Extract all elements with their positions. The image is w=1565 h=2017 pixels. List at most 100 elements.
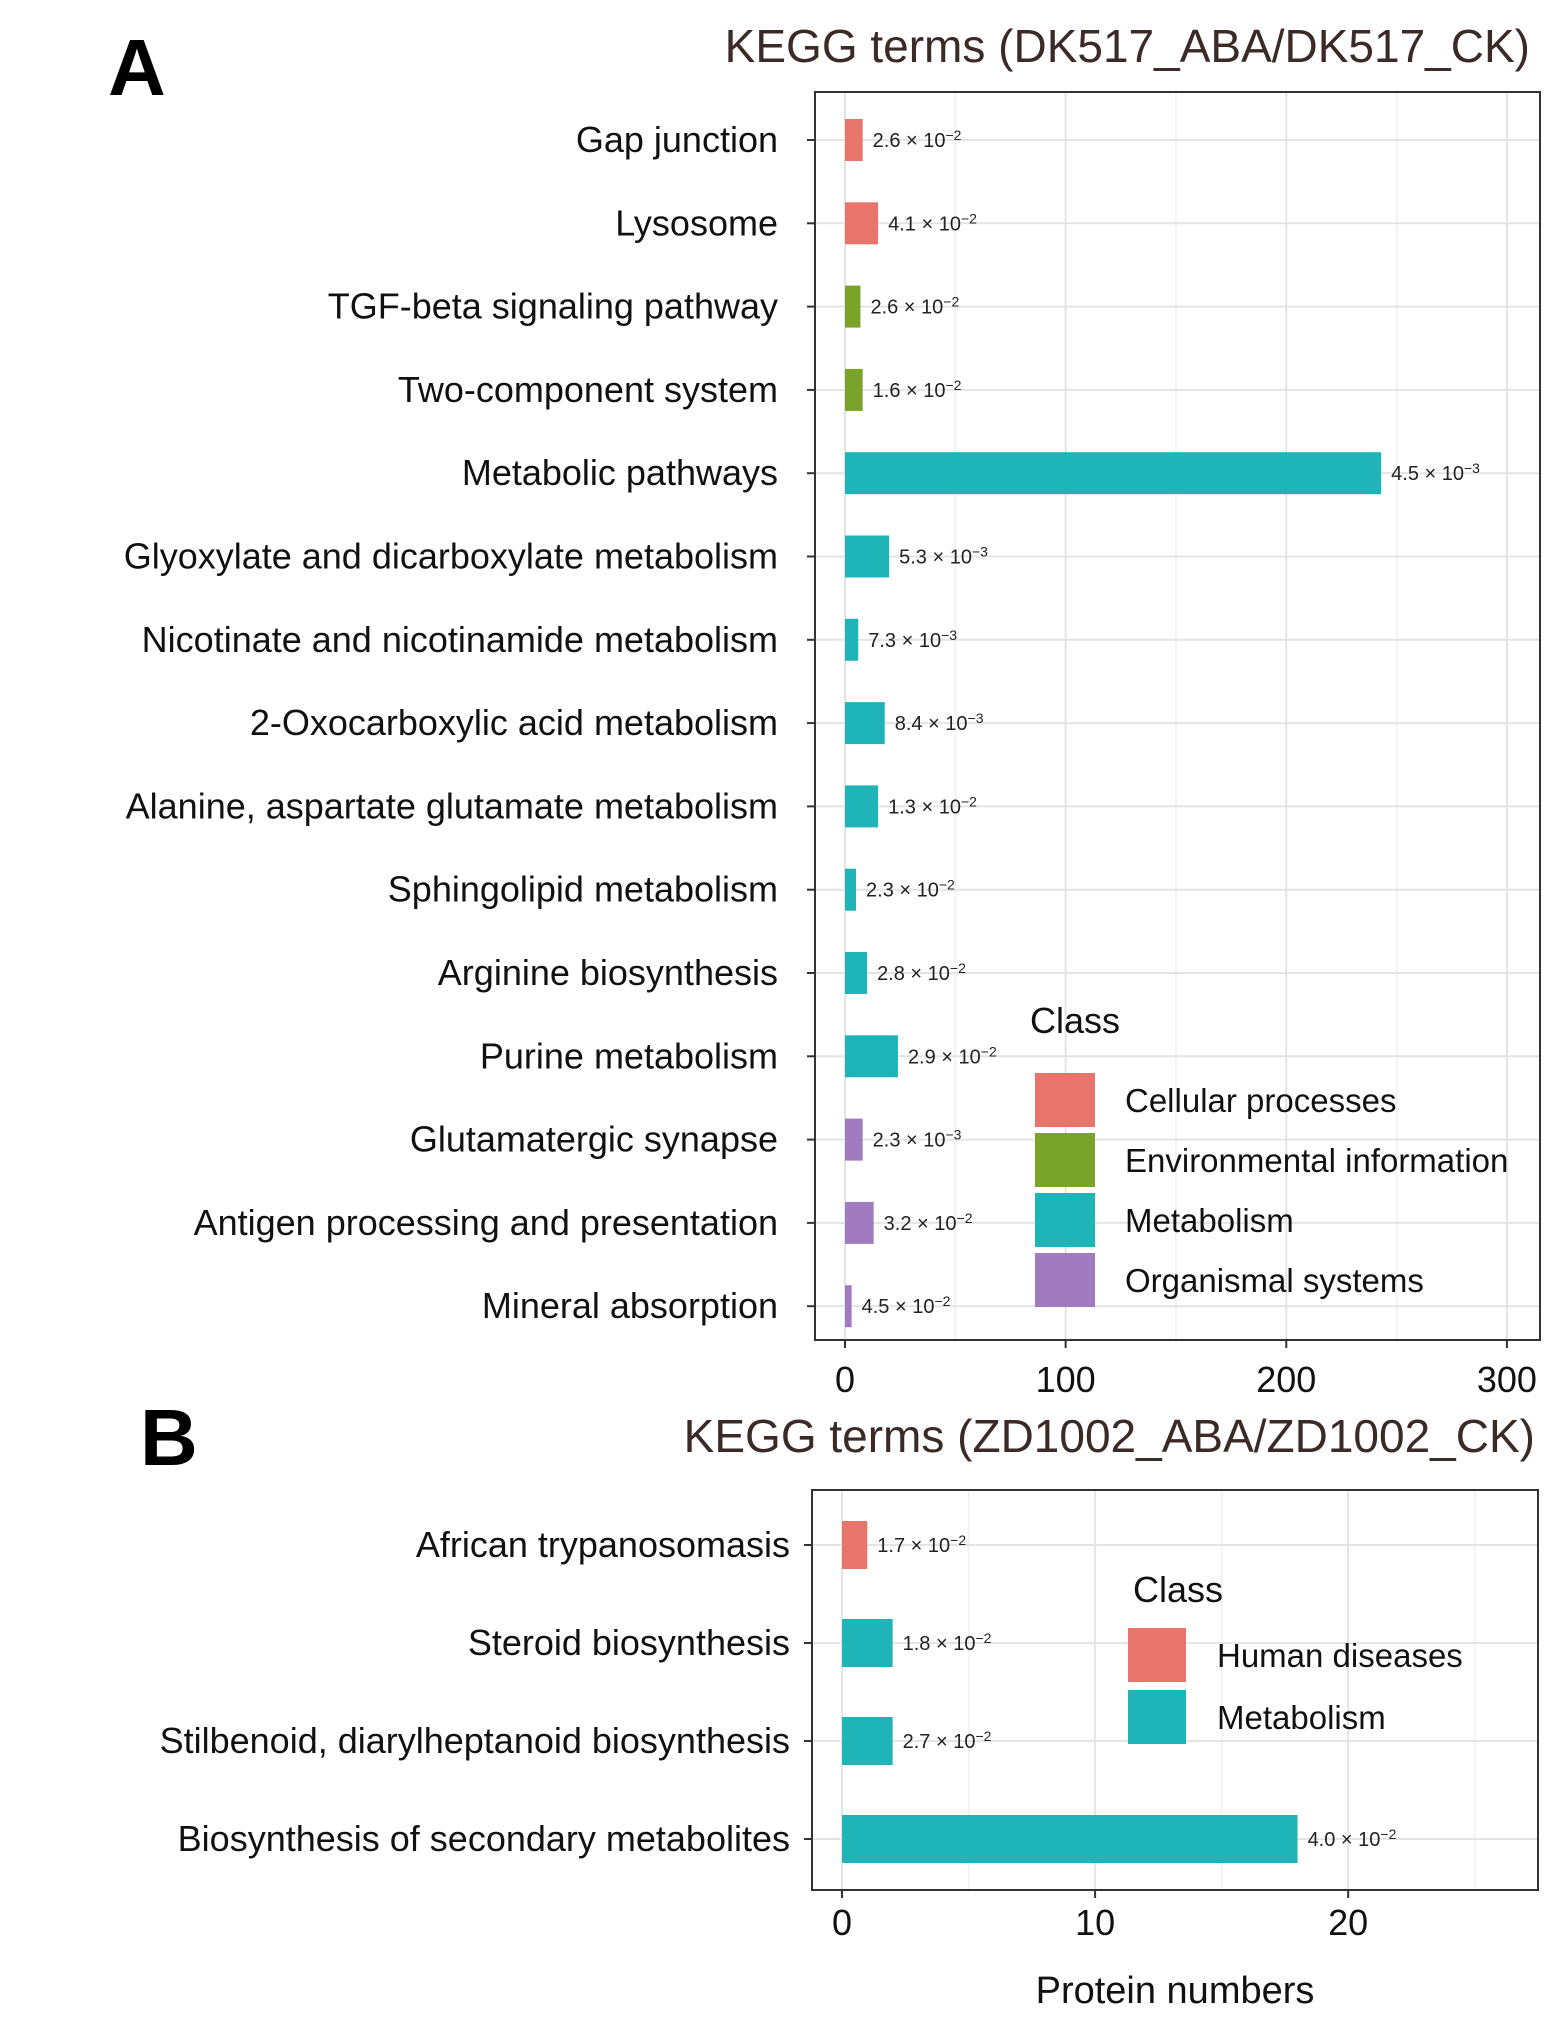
x-tick-label: 0 <box>835 1359 855 1400</box>
data-label: 4.5 × 10−2 <box>862 1293 951 1318</box>
x-tick-label: 20 <box>1328 1902 1368 1943</box>
data-label: 3.2 × 10−2 <box>884 1210 973 1235</box>
panel-letter: A <box>108 23 166 112</box>
data-label-value: 3.2 × 10 <box>884 1213 957 1235</box>
bar <box>845 452 1382 495</box>
bar <box>845 618 859 661</box>
data-label-exponent: −3 <box>1464 460 1480 476</box>
data-label-exponent: −3 <box>968 710 984 726</box>
chart-panel-b: B KEGG terms (ZD1002_ABA/ZD1002_CK) Africa… <box>140 1393 1539 2012</box>
chart-title: KEGG terms (ZD1002_ABA/ZD1002_CK) <box>684 1410 1535 1462</box>
legend-swatch <box>1035 1193 1095 1247</box>
data-label-exponent: −3 <box>941 627 957 643</box>
data-label-exponent: −2 <box>961 210 977 226</box>
legend-label: Cellular processes <box>1125 1082 1396 1119</box>
category-label: Steroid biosynthesis <box>468 1622 790 1663</box>
category-label: 2-Oxocarboxylic acid metabolism <box>250 702 778 743</box>
data-label-value: 1.7 × 10 <box>877 1535 950 1557</box>
data-label-exponent: −2 <box>975 1728 991 1744</box>
legend-label: Metabolism <box>1125 1202 1294 1239</box>
category-label: Metabolic pathways <box>462 452 778 493</box>
legend-label: Organismal systems <box>1125 1262 1424 1299</box>
bar <box>842 1521 868 1569</box>
x-tick-label: 300 <box>1477 1359 1537 1400</box>
plot-area <box>815 92 1540 1340</box>
data-label-exponent: −3 <box>972 544 988 560</box>
data-label-exponent: −2 <box>975 1630 991 1646</box>
legend-title: Class <box>1030 1000 1120 1041</box>
data-label-value: 2.3 × 10 <box>866 880 939 902</box>
data-label-value: 4.5 × 10 <box>1391 463 1464 485</box>
bar <box>845 535 890 578</box>
legend-label: Metabolism <box>1217 1699 1386 1736</box>
data-label-value: 8.4 × 10 <box>895 713 968 735</box>
category-label: African trypanosomasis <box>416 1524 790 1565</box>
legend-swatch <box>1035 1253 1095 1307</box>
data-label-exponent: −2 <box>950 1532 966 1548</box>
data-label-exponent: −2 <box>945 127 961 143</box>
category-label: Stilbenoid, diarylheptanoid biosynthesis <box>160 1720 790 1761</box>
data-label-value: 4.0 × 10 <box>1308 1829 1381 1851</box>
x-tick-label: 10 <box>1075 1902 1115 1943</box>
data-label-exponent: −2 <box>950 960 966 976</box>
x-axis-label: Protein numbers <box>1036 1970 1315 2012</box>
data-label-value: 2.6 × 10 <box>873 130 946 152</box>
data-label: 2.7 × 10−2 <box>903 1728 992 1753</box>
panel-letter: B <box>140 1393 198 1482</box>
category-label: Two-component system <box>398 369 778 410</box>
data-label-exponent: −2 <box>957 1210 973 1226</box>
data-label-value: 5.3 × 10 <box>899 547 972 569</box>
data-label-value: 1.3 × 10 <box>888 796 961 818</box>
data-label-value: 2.3 × 10 <box>873 1130 946 1152</box>
data-label: 8.4 × 10−3 <box>895 710 984 735</box>
data-label-value: 2.7 × 10 <box>903 1731 976 1753</box>
data-label-exponent: −2 <box>945 377 961 393</box>
data-label: 5.3 × 10−3 <box>899 544 988 569</box>
data-label: 2.8 × 10−2 <box>877 960 966 985</box>
category-label: Alanine, aspartate glutamate metabolism <box>126 785 778 826</box>
bar <box>845 1035 898 1078</box>
category-label: Purine metabolism <box>480 1035 778 1076</box>
bar <box>845 119 863 161</box>
data-label: 1.3 × 10−2 <box>888 793 977 818</box>
data-label-value: 1.8 × 10 <box>903 1633 976 1655</box>
data-label: 4.0 × 10−2 <box>1308 1826 1397 1851</box>
category-label: Antigen processing and presentation <box>194 1202 778 1243</box>
data-label-value: 4.1 × 10 <box>888 213 961 235</box>
bar <box>845 202 879 245</box>
legend-title: Class <box>1133 1569 1223 1610</box>
bar <box>845 368 863 411</box>
data-label-exponent: −3 <box>945 1127 961 1143</box>
plot-border <box>814 91 1541 1341</box>
data-label-value: 1.6 × 10 <box>873 380 946 402</box>
legend-swatch <box>1128 1690 1186 1744</box>
data-label-value: 2.8 × 10 <box>877 963 950 985</box>
data-label: 2.3 × 10−2 <box>866 877 955 902</box>
bar <box>845 285 861 328</box>
category-label: TGF-beta signaling pathway <box>328 286 778 327</box>
category-label: Glutamatergic synapse <box>410 1119 778 1160</box>
data-label-exponent: −2 <box>939 877 955 893</box>
data-label: 7.3 × 10−3 <box>868 627 957 652</box>
legend-swatch <box>1035 1073 1095 1127</box>
data-label-exponent: −2 <box>943 294 959 310</box>
legend-swatch <box>1035 1133 1095 1187</box>
data-label: 1.8 × 10−2 <box>903 1630 992 1655</box>
x-tick-label: 100 <box>1036 1359 1096 1400</box>
data-label: 1.6 × 10−2 <box>873 377 962 402</box>
category-label: Gap junction <box>576 119 778 160</box>
data-label-exponent: −2 <box>961 793 977 809</box>
legend-swatch <box>1128 1628 1186 1682</box>
category-label: Sphingolipid metabolism <box>388 869 778 910</box>
category-label: Glyoxylate and dicarboxylate metabolism <box>124 536 778 577</box>
category-label: Lysosome <box>615 202 778 243</box>
category-label: Nicotinate and nicotinamide metabolism <box>142 619 778 660</box>
data-label-exponent: −2 <box>1380 1826 1396 1842</box>
category-label: Biosynthesis of secondary metabolites <box>178 1818 790 1859</box>
bar <box>842 1717 893 1765</box>
bar <box>845 952 868 994</box>
data-label-value: 4.5 × 10 <box>862 1296 935 1318</box>
legend-label: Human diseases <box>1217 1637 1463 1674</box>
bar <box>842 1815 1298 1863</box>
